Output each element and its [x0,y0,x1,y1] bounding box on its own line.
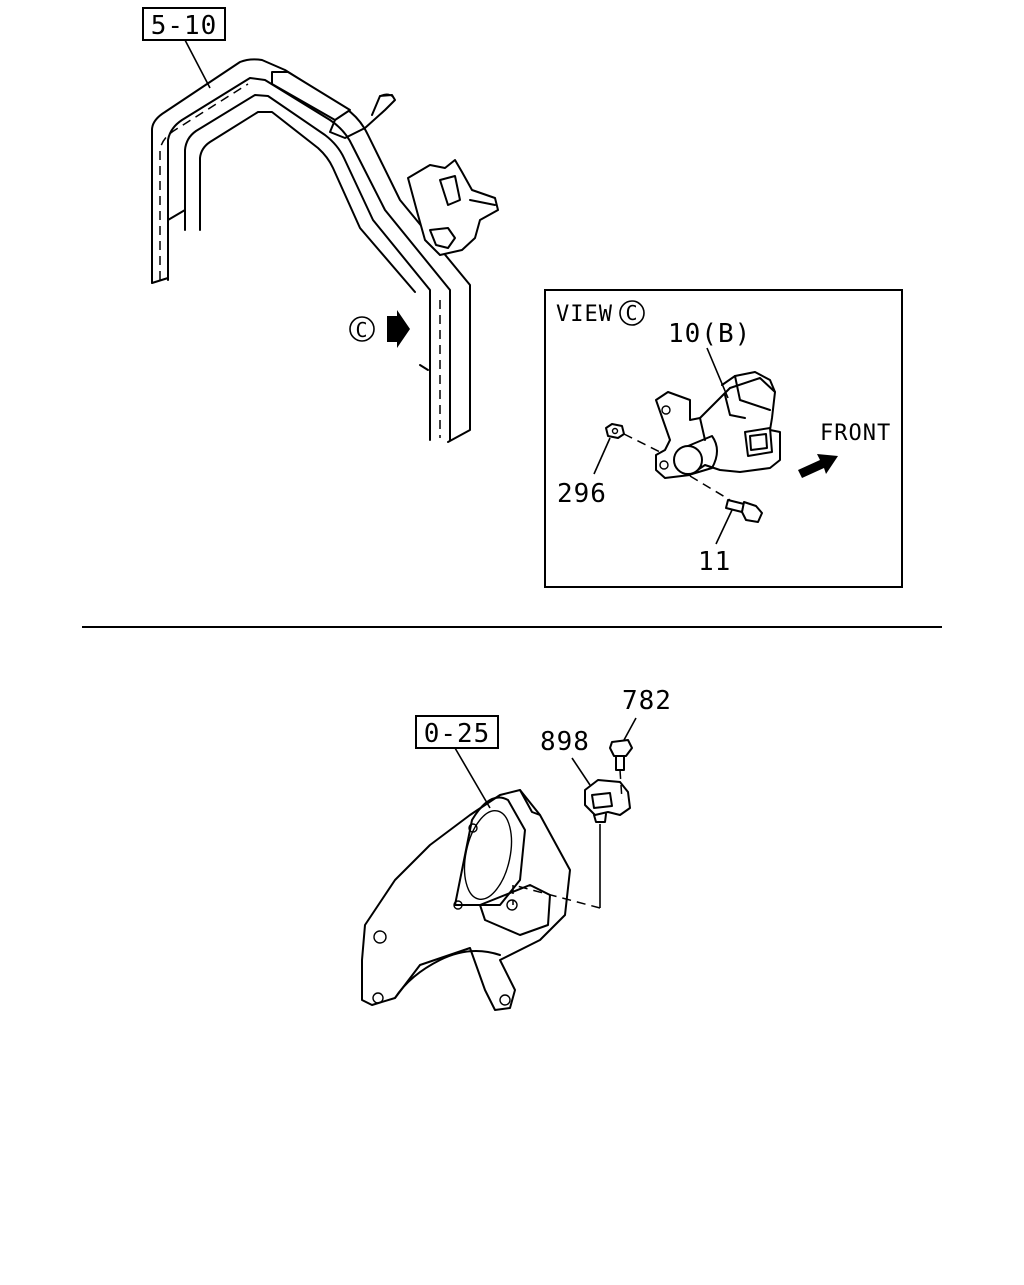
view-c-inset: VIEW C FRONT [544,289,903,588]
leader-11 [715,509,733,545]
callout-898[interactable]: 898 [540,727,590,757]
leader-898 [571,757,591,786]
callout-11[interactable]: 11 [698,547,731,577]
assembly-line-bolt [689,475,731,501]
callout-296[interactable]: 296 [557,479,607,509]
screw-part-782[interactable] [609,739,633,771]
inset-frame [544,289,903,588]
view-direction-arrow-icon [387,310,410,348]
ref-box-label-lower: 0-25 [424,719,491,749]
ref-box-5-10[interactable]: 5-10 [142,7,226,41]
front-arrow-icon [798,454,838,478]
bolt-part-11[interactable] [725,499,763,523]
view-circle-icon [619,300,645,326]
assembly-line-nut [623,433,661,453]
view-circle-letter: C [625,301,638,325]
assembly-line-782 [619,769,623,801]
leader-10b [706,347,729,399]
front-label: FRONT [820,421,891,446]
view-marker-letter: C [355,318,368,342]
view-marker-c[interactable]: C [349,310,410,348]
view-word: VIEW [556,302,613,327]
nut-part-296[interactable] [605,423,625,439]
ref-box-label: 5-10 [151,11,218,41]
ref-box-0-25[interactable]: 0-25 [415,715,499,749]
sensor-part-898[interactable] [584,779,631,823]
frame-bracket-assembly [151,58,499,443]
leader-5-10 [184,39,211,89]
throttle-housing-assembly [361,789,571,1011]
leader-296 [593,437,611,475]
leader-0-25 [454,747,491,809]
callout-782[interactable]: 782 [622,686,672,716]
sensor-part-10b[interactable] [655,371,781,479]
leader-782 [623,717,637,741]
callout-10b[interactable]: 10(B) [668,319,751,349]
